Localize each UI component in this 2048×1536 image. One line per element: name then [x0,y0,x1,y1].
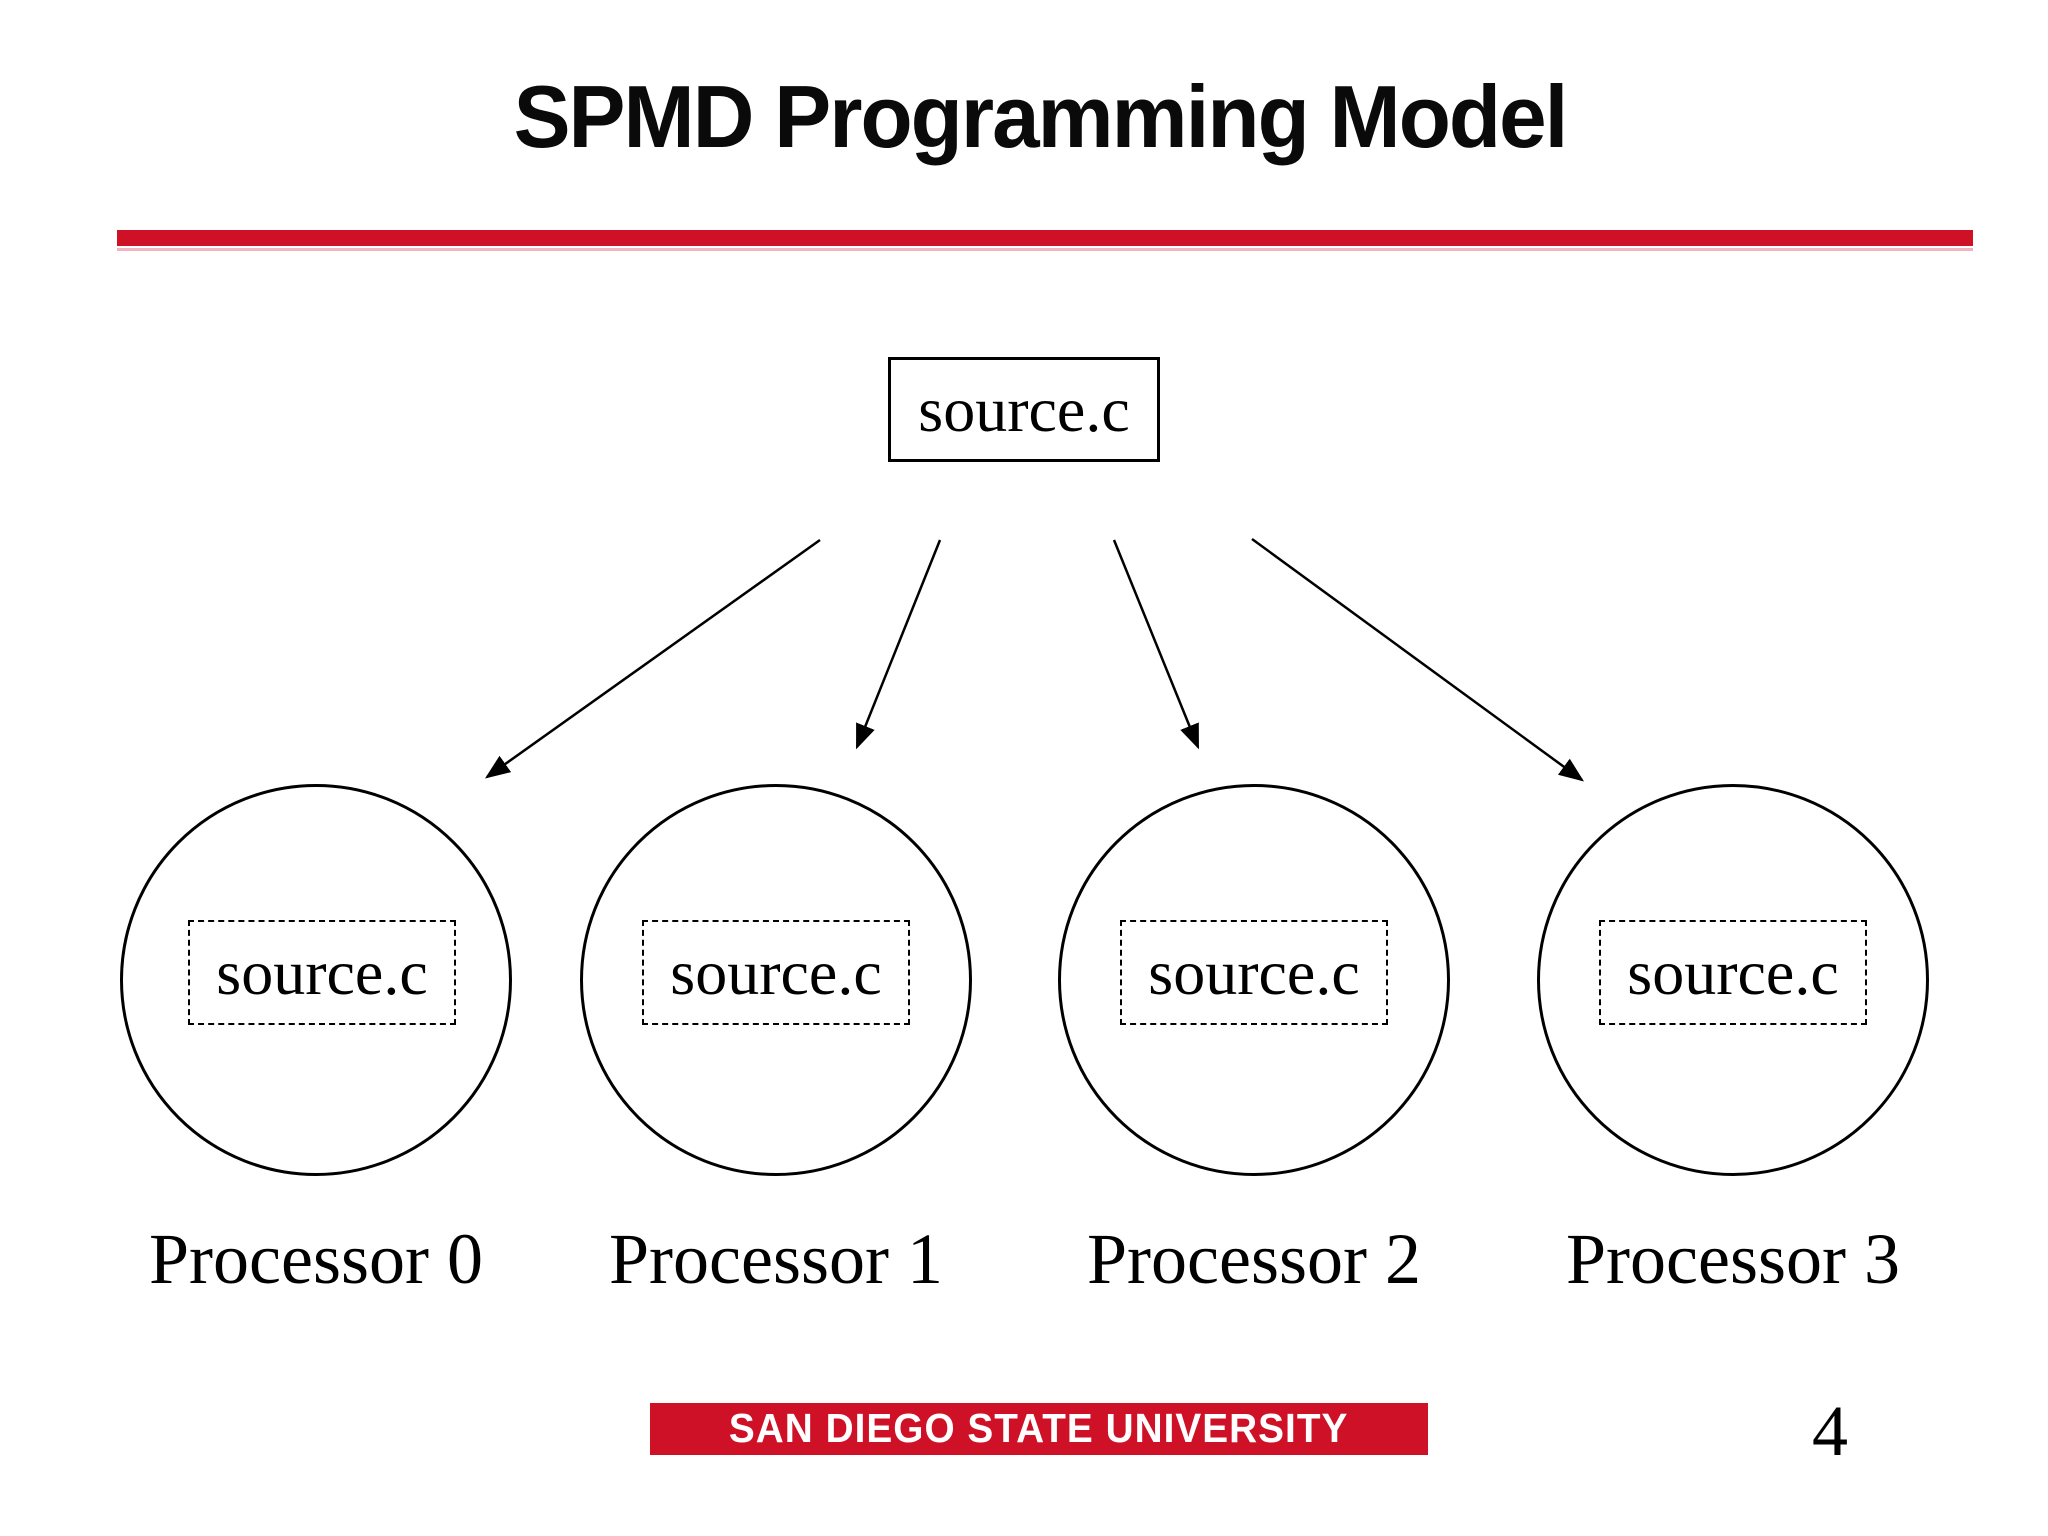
processor-2-source-copy-label: source.c [1148,936,1360,1008]
processor-3-source-copy-box: source.c [1599,920,1867,1025]
processor-0-label: Processor 0 [149,1219,483,1299]
source-file-label: source.c [918,373,1130,445]
processor-0-source-copy-label: source.c [216,936,428,1008]
page-number: 4 [1812,1391,1848,1471]
arrow-to-processor-2 [1112,539,1200,750]
title-rule-highlight [117,248,1973,251]
processor-1-source-copy-box: source.c [642,920,910,1025]
processor-1-label: Processor 1 [609,1219,943,1299]
arrow-to-processor-1 [855,539,942,750]
processor-2-source-copy-box: source.c [1120,920,1388,1025]
processor-0-source-copy-box: source.c [188,920,456,1025]
processor-1-source-copy-label: source.c [670,936,882,1008]
title-rule [117,230,1973,246]
slide-title: SPMD Programming Model [513,67,1569,166]
sdsu-logo-band: SAN DIEGO STATE UNIVERSITY [650,1403,1428,1455]
arrow-to-processor-0 [484,538,821,779]
processor-3-source-copy-label: source.c [1627,936,1839,1008]
processor-2-label: Processor 2 [1087,1219,1421,1299]
source-file-box: source.c [888,357,1160,462]
arrow-to-processor-3 [1251,537,1585,782]
sdsu-logo-text: SAN DIEGO STATE UNIVERSITY [729,1405,1349,1452]
processor-3-label: Processor 3 [1566,1219,1900,1299]
